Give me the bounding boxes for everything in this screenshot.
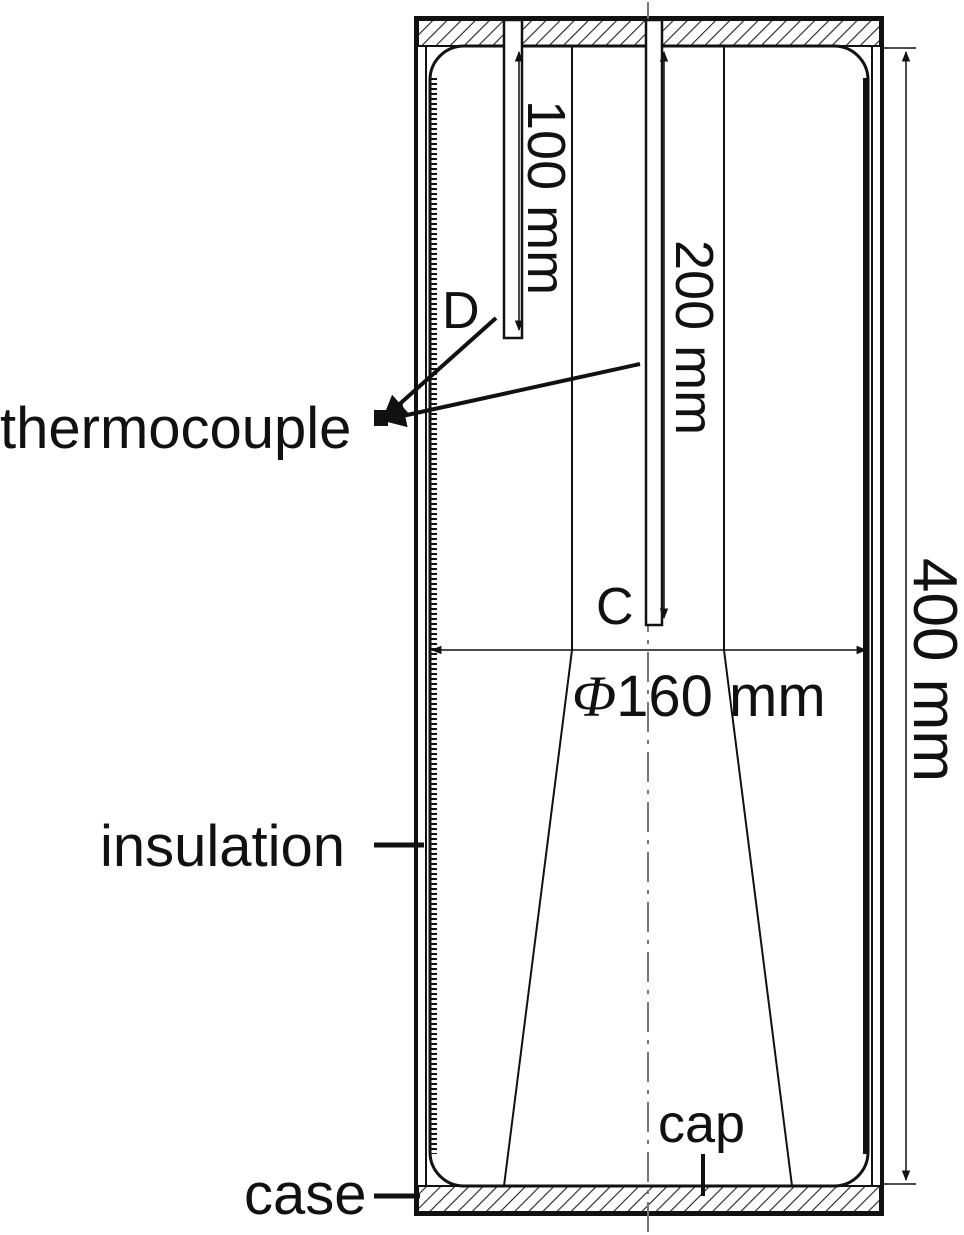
dimension-label-400: 400 mm: [900, 558, 964, 782]
leader-thermocouple-c: [381, 362, 641, 428]
dimension-label-100: 100 mm: [516, 100, 576, 295]
label-thermocouple: thermocouple: [0, 396, 351, 461]
dimension-label-200: 200 mm: [664, 240, 724, 435]
grain-bore-right-lower: [723, 649, 793, 1187]
grain-bore-left-lower: [503, 649, 573, 1187]
diameter-value: 160 mm: [616, 664, 826, 729]
label-insulation: insulation: [100, 814, 345, 879]
label-cap: cap: [658, 1094, 745, 1154]
label-case: case: [244, 1162, 367, 1227]
diameter-symbol: Φ: [572, 664, 616, 729]
thermocouple-tube-c: [644, 18, 664, 627]
leader-thermocouple-d: [382, 316, 498, 420]
label-point-c: C: [596, 578, 634, 636]
thermocouple-marker: [374, 410, 388, 426]
label-point-d: D: [442, 282, 480, 340]
dimension-label-diameter: Φ160 mm: [572, 664, 826, 729]
